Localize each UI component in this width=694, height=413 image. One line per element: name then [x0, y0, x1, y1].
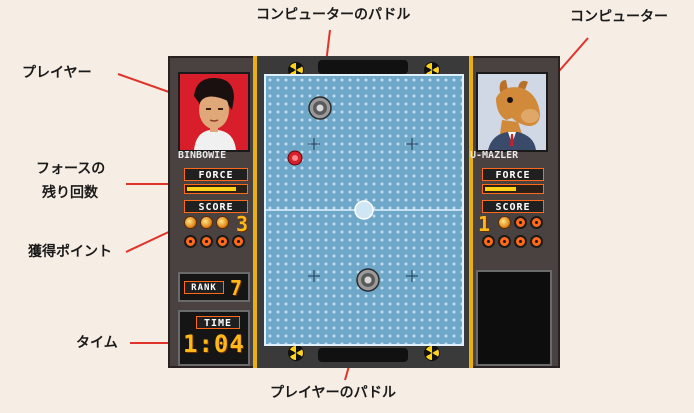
callout-time: タイム — [76, 335, 118, 351]
point-empty-dot — [482, 235, 495, 248]
hazard-icon — [424, 345, 440, 361]
player-face-icon — [194, 78, 236, 150]
player-force-fill — [187, 187, 236, 191]
point-empty-dot — [530, 216, 543, 229]
point-empty-dot — [184, 235, 197, 248]
camel-face-icon — [488, 80, 540, 150]
callout-computer: コンピューター — [570, 9, 668, 25]
point-empty-dot — [498, 235, 511, 248]
callout-force-line2: 残り回数 — [42, 185, 98, 201]
player-paddle[interactable] — [356, 268, 380, 292]
computer-paddle[interactable] — [308, 96, 332, 120]
point-empty-dot — [232, 235, 245, 248]
computer-force-bar — [482, 184, 544, 194]
empty-display-box — [476, 270, 552, 366]
puck — [287, 150, 303, 166]
callout-force-line1: フォースの — [36, 161, 106, 177]
point-empty-dot — [530, 235, 543, 248]
point-empty-dot — [216, 235, 229, 248]
crosshair-marks — [308, 138, 418, 282]
player-score-value: 3 — [236, 212, 249, 236]
point-empty-dot — [514, 235, 527, 248]
computer-portrait — [476, 72, 548, 152]
point-earned-dot — [498, 216, 511, 229]
point-empty-dot — [200, 235, 213, 248]
player-force-label: FORCE — [184, 168, 248, 181]
callout-computer-paddle: コンピューターのパドル — [256, 7, 411, 23]
rank-label: RANK — [184, 281, 224, 294]
player-force-bar — [184, 184, 248, 194]
computer-goal — [318, 60, 408, 74]
hazard-icon — [288, 345, 304, 361]
computer-force-fill — [485, 187, 516, 191]
point-empty-dot — [514, 216, 527, 229]
player-portrait — [178, 72, 250, 152]
point-earned-dot — [184, 216, 197, 229]
point-earned-dot — [216, 216, 229, 229]
player-name: BINBOWIE — [178, 150, 227, 161]
time-label: TIME — [196, 316, 240, 329]
computer-score-value: 1 — [478, 212, 491, 236]
rank-value: 7 — [230, 276, 243, 300]
computer-score-label: SCORE — [482, 200, 544, 213]
center-circle — [354, 200, 374, 220]
computer-force-label: FORCE — [482, 168, 544, 181]
field-markings — [264, 138, 464, 282]
player-score-label: SCORE — [184, 200, 248, 213]
point-earned-dot — [200, 216, 213, 229]
callout-player-paddle: プレイヤーのパドル — [270, 385, 396, 401]
player-goal — [318, 348, 408, 362]
computer-name: U-MAZLER — [470, 150, 519, 161]
time-value: 1:04 — [183, 330, 245, 358]
callout-points: 獲得ポイント — [28, 244, 112, 260]
callout-player: プレイヤー — [22, 65, 92, 81]
